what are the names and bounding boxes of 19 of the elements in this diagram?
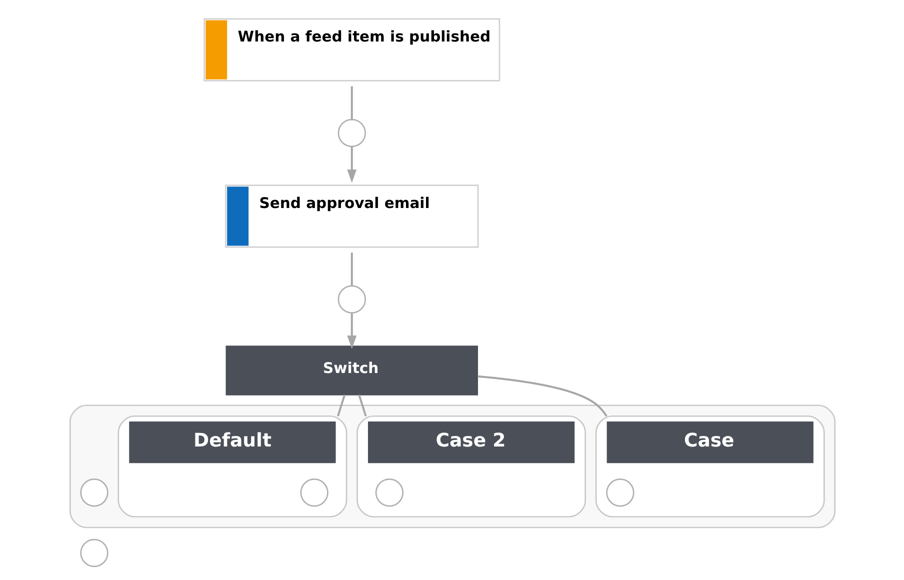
connector bbox=[350, 252, 352, 286]
node-circle bbox=[80, 538, 108, 568]
cluster bbox=[68, 404, 836, 528]
node-box: Switch bbox=[225, 346, 478, 396]
connector bbox=[477, 375, 607, 417]
node-circle bbox=[300, 478, 328, 507]
cluster: Case 2 bbox=[356, 415, 586, 518]
connector bbox=[336, 394, 346, 416]
node-circle bbox=[374, 478, 404, 507]
node-circle bbox=[337, 285, 366, 314]
node-circle bbox=[337, 118, 366, 148]
arrow bbox=[346, 313, 356, 349]
arrow bbox=[346, 146, 356, 183]
cluster: Case bbox=[594, 415, 824, 518]
connector bbox=[350, 86, 352, 120]
connector bbox=[358, 394, 366, 416]
node-circle bbox=[606, 478, 634, 507]
node-circle bbox=[80, 478, 108, 507]
cluster: Default bbox=[117, 415, 347, 518]
